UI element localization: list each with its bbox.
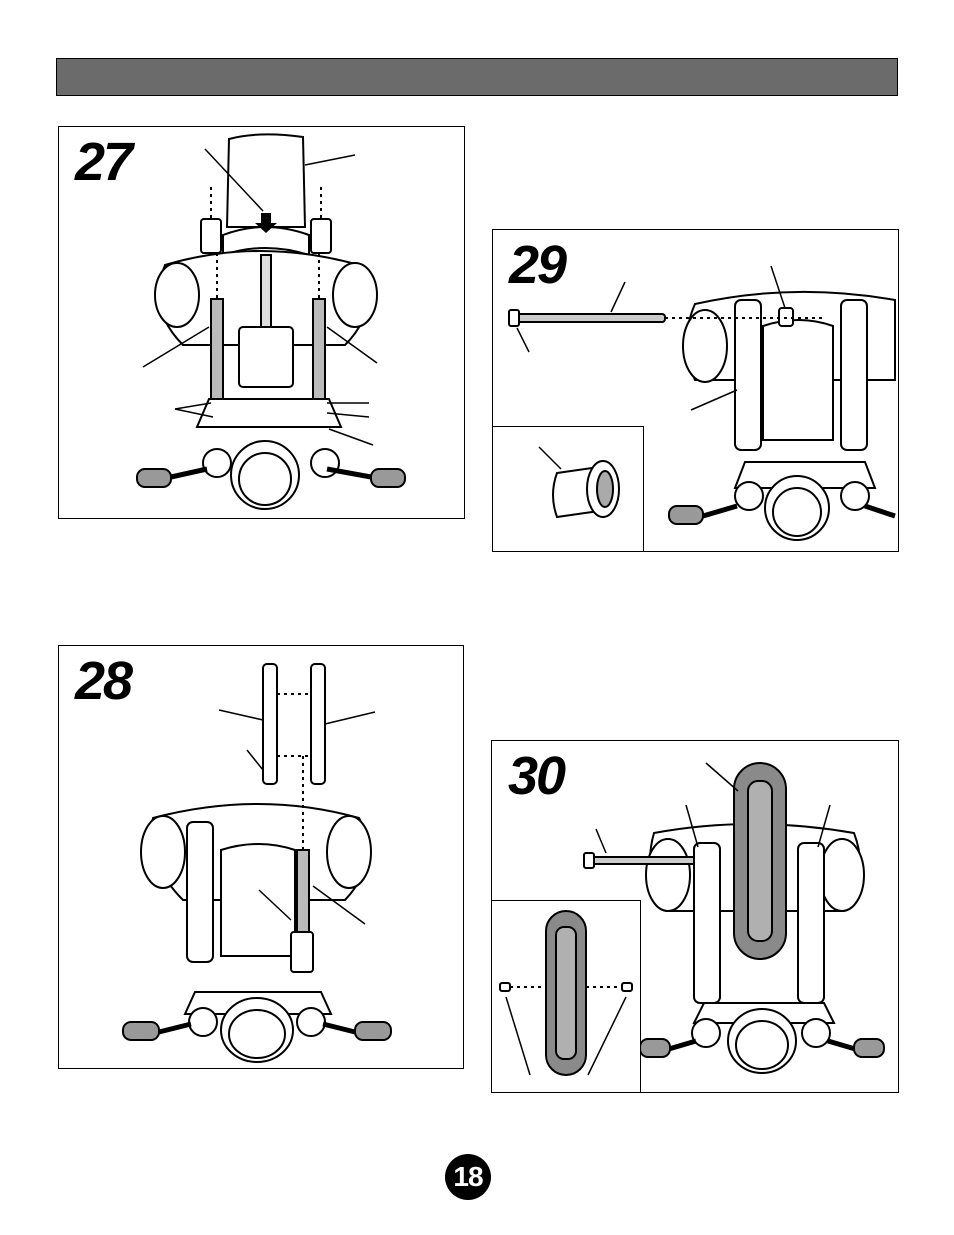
header-bar — [56, 58, 898, 96]
step-29-inset — [492, 426, 644, 552]
wheel-inset-illustration — [492, 901, 642, 1093]
step-30-inset — [491, 900, 641, 1093]
page-number: 18 — [445, 1154, 491, 1200]
step-28-illustration — [59, 646, 464, 1069]
step-30-panel: 30 — [491, 740, 899, 1093]
step-27-illustration — [59, 127, 465, 519]
bushing-illustration — [493, 427, 645, 552]
step-27-panel: 27 — [58, 126, 465, 519]
step-28-panel: 28 — [58, 645, 464, 1069]
step-29-panel: 29 — [492, 229, 899, 552]
